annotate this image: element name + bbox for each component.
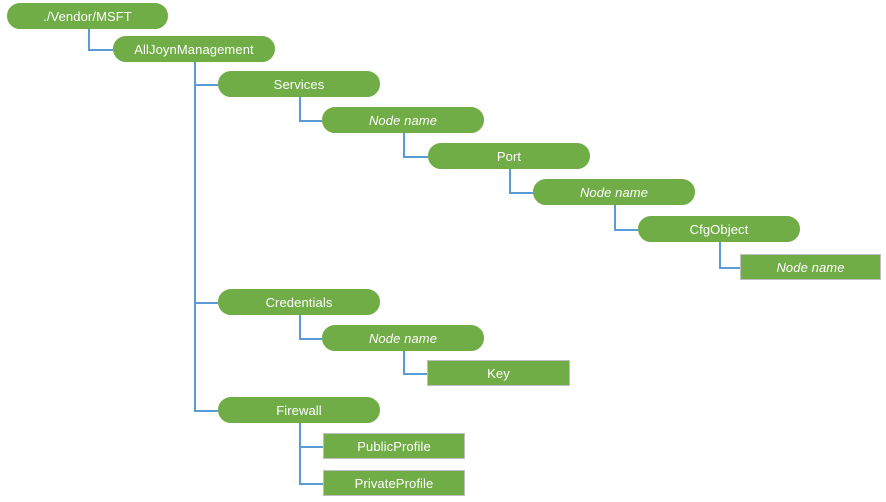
connector-horizontal <box>194 84 218 86</box>
tree-node-label: AllJoynManagement <box>134 41 254 57</box>
tree-node-label: ./Vendor/MSFT <box>43 8 132 24</box>
tree-node-label: Key <box>487 365 510 381</box>
connector-horizontal <box>299 338 322 340</box>
tree-node-label: Node name <box>579 184 649 200</box>
connector-horizontal <box>403 373 427 375</box>
connector-horizontal <box>299 446 323 448</box>
connector-vertical <box>403 351 405 373</box>
tree-node-vendor[interactable]: ./Vendor/MSFT <box>7 3 168 29</box>
connector-horizontal <box>614 229 638 231</box>
tree-node-label: PrivateProfile <box>354 475 434 491</box>
tree-node-alljoyn[interactable]: AllJoynManagement <box>113 36 275 62</box>
tree-node-cred-node[interactable]: Node name <box>322 325 484 351</box>
connector-vertical <box>88 29 90 49</box>
connector-vertical <box>403 133 405 156</box>
connector-vertical <box>299 315 301 338</box>
tree-node-label: Node name <box>776 259 845 275</box>
connector-horizontal <box>509 192 533 194</box>
tree-node-key[interactable]: Key <box>427 360 570 386</box>
connector-horizontal <box>194 410 218 412</box>
tree-node-credentials[interactable]: Credentials <box>218 289 380 315</box>
tree-node-label: CfgObject <box>689 221 749 237</box>
tree-node-label: Node name <box>368 330 438 346</box>
tree-node-firewall[interactable]: Firewall <box>218 397 380 423</box>
connector-horizontal <box>299 120 322 122</box>
tree-node-label: Credentials <box>265 294 333 310</box>
tree-node-services[interactable]: Services <box>218 71 380 97</box>
connector-horizontal <box>403 156 428 158</box>
tree-node-label: Node name <box>368 112 438 128</box>
connector-horizontal <box>719 267 740 269</box>
connector-vertical <box>614 205 616 229</box>
tree-node-label: Firewall <box>276 402 322 418</box>
connector-vertical <box>299 97 301 120</box>
connector-vertical <box>719 242 721 267</box>
tree-node-privateprofile[interactable]: PrivateProfile <box>323 470 465 496</box>
tree-node-label: PublicProfile <box>357 438 431 454</box>
tree-node-svc-node[interactable]: Node name <box>322 107 484 133</box>
connector-vertical <box>509 169 511 192</box>
tree-node-label: Services <box>273 76 325 92</box>
tree-node-port-node[interactable]: Node name <box>533 179 695 205</box>
tree-node-publicprofile[interactable]: PublicProfile <box>323 433 465 459</box>
connector-vertical <box>299 423 301 483</box>
tree-node-cfg-node[interactable]: Node name <box>740 254 881 280</box>
connector-horizontal <box>194 302 218 304</box>
tree-node-port[interactable]: Port <box>428 143 590 169</box>
connector-vertical <box>194 62 196 410</box>
connector-horizontal <box>88 49 113 51</box>
connector-horizontal <box>299 483 323 485</box>
tree-node-label: Port <box>496 148 522 164</box>
tree-node-cfgobject[interactable]: CfgObject <box>638 216 800 242</box>
